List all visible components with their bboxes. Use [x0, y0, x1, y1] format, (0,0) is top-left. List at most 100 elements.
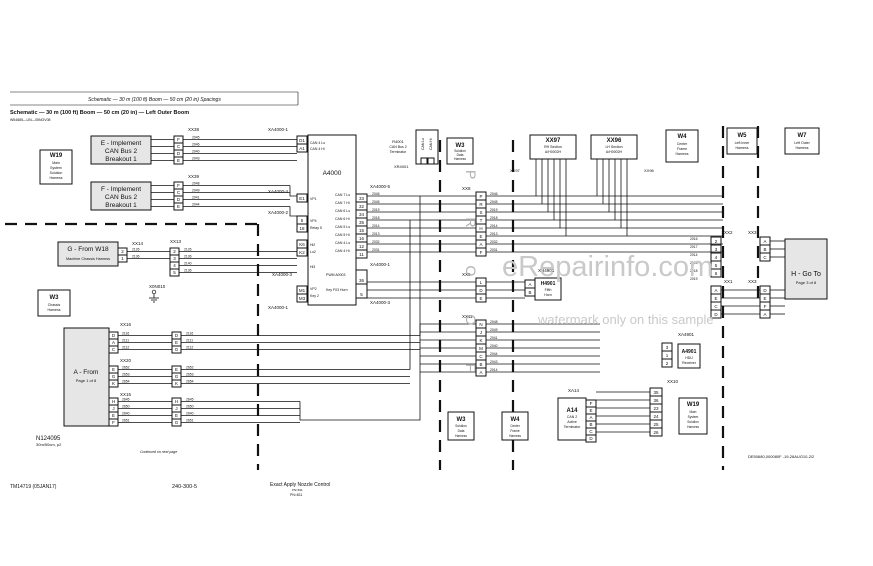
svg-text:Terminator: Terminator: [390, 150, 407, 154]
a-from-1-pin: D: [108, 331, 119, 340]
svg-text:B: B: [479, 362, 482, 367]
svg-text:Fifth: Fifth: [545, 288, 552, 292]
svg-text:1: 1: [666, 353, 669, 358]
wire: [289, 206, 297, 217]
svg-text:B: B: [763, 247, 766, 252]
svg-text:Key F03 Horn: Key F03 Horn: [326, 288, 348, 292]
svg-text:Solution: Solution: [50, 171, 63, 175]
a4000-right-pin: 16: [355, 233, 368, 243]
reference-code: DE50680,000080F -19-28AUG10-2/2: [748, 454, 815, 459]
xx2-pin: 6: [710, 268, 722, 278]
xx10-pin: 23: [649, 403, 663, 413]
wire-number: 2652: [122, 366, 130, 370]
svg-text:E: E: [112, 367, 115, 372]
svg-text:Harness: Harness: [47, 308, 60, 312]
w7-top-harness: W7 Left Outer Harness: [784, 127, 820, 155]
xx3b-pin: E: [759, 293, 771, 303]
svg-text:G: G: [175, 420, 179, 425]
xx38-pin: D: [173, 149, 184, 158]
a14-active-terminator: XA14 A14 CAN 2 Active Terminator: [557, 388, 587, 441]
connector-xx8: XX8: [462, 186, 471, 191]
connector-xx11: XX11: [462, 314, 473, 319]
svg-text:24: 24: [653, 414, 659, 419]
wire-number: 2046: [192, 143, 200, 147]
connector-xx38: XX38: [188, 127, 200, 132]
wire-number: 2019: [690, 277, 698, 281]
header: Schematic — 30 m (100 ft) Boom — 50 cm (…: [10, 91, 299, 122]
svg-text:5: 5: [360, 292, 363, 297]
svg-text:System: System: [50, 166, 62, 170]
svg-text:W3: W3: [457, 417, 467, 423]
a4901-receiver: XA4901 A4901 HDU Receiver: [677, 332, 701, 369]
connector-xh4901: XH4901: [538, 268, 555, 273]
wire-number: 2645: [186, 398, 194, 402]
svg-text:35: 35: [653, 390, 659, 395]
a4000-right-pin: 11: [355, 249, 368, 259]
wire-number: 2045: [490, 200, 498, 204]
xx38-pin: E: [173, 156, 184, 165]
svg-text:Solution: Solution: [455, 424, 467, 428]
xa4000-2b-pin: K6: [296, 239, 308, 249]
wire-number: 2046: [490, 192, 498, 196]
svg-text:Key 2: Key 2: [310, 294, 319, 298]
xx10-pin: 24: [649, 411, 663, 421]
xx10-pin: 36: [649, 395, 663, 405]
svg-text:H: H: [112, 399, 115, 404]
continued-note: Continued on next page: [140, 450, 177, 454]
svg-text:Left Inner: Left Inner: [735, 141, 751, 145]
svg-text:23: 23: [653, 406, 659, 411]
xa4901-pin: 3: [661, 342, 673, 352]
wire-number: 2116: [122, 332, 129, 336]
svg-text:Receiver: Receiver: [682, 361, 697, 365]
wire-number: 2140: [184, 262, 192, 266]
w4-bottom-harness: W4 Center Frame Harness: [501, 411, 529, 441]
svg-text:W19: W19: [50, 153, 63, 159]
svg-text:T: T: [480, 218, 483, 223]
wire-number: 2136: [184, 269, 192, 273]
xx96-lh-section: XX96 LH Section A/H0002H XX96: [590, 134, 655, 173]
schematic-box-label: Schematic — 30 m (100 ft) Boom — 50 cm (…: [88, 97, 221, 103]
wire-number: 2014: [372, 224, 380, 228]
svg-text:CAN Lo: CAN Lo: [421, 138, 425, 150]
svg-text:C: C: [589, 429, 593, 434]
wire-number: 2653: [122, 373, 130, 377]
connector-xa4000-1: XA4000-1: [268, 127, 289, 132]
wire-number: 2015: [690, 261, 698, 265]
svg-text:PWM A0003: PWM A0003: [326, 273, 346, 277]
xa4901-pin: 2: [661, 358, 673, 368]
xa4901-pin: 1: [661, 350, 673, 360]
a-from-3-pin: J: [108, 404, 119, 413]
svg-text:E: E: [479, 296, 482, 301]
schematic-subtitle: Schematic — 30 m (100 ft) Boom — 50 cm (…: [10, 110, 189, 116]
implement-f-breakout: F - Implement CAN Bus 2 Breakout 1: [90, 181, 152, 211]
svg-text:B: B: [589, 422, 592, 427]
a-from-2-pin: E: [108, 365, 119, 374]
svg-text:C: C: [479, 354, 483, 359]
svg-text:J: J: [175, 406, 177, 411]
svg-text:W3: W3: [456, 143, 466, 149]
svg-text:35: 35: [359, 220, 365, 225]
svg-text:CAN 4 Lo: CAN 4 Lo: [335, 241, 350, 245]
connector-xa14: XA14: [568, 388, 580, 393]
page-title-sub2: PN=811: [290, 493, 303, 497]
svg-text:VP4: VP4: [310, 219, 317, 223]
wire-number: 2032: [372, 240, 380, 244]
svg-text:E - Implement: E - Implement: [101, 140, 142, 147]
svg-text:36: 36: [653, 398, 659, 403]
svg-text:E: E: [479, 234, 482, 239]
svg-text:D: D: [714, 312, 718, 317]
wire-number: 2041: [192, 196, 200, 200]
svg-text:K: K: [112, 381, 115, 386]
svg-text:11: 11: [359, 252, 364, 257]
wire-number: 2049: [192, 189, 200, 193]
a4000-right-pin: 12: [355, 241, 368, 251]
watermark-note: watermark only on this sample: [537, 312, 714, 327]
svg-text:E: E: [763, 296, 766, 301]
svg-text:Harness: Harness: [795, 146, 808, 150]
connector-xx15: XX15: [120, 392, 132, 397]
svg-text:5: 5: [715, 263, 718, 268]
svg-text:D: D: [177, 151, 181, 156]
svg-text:26: 26: [653, 430, 659, 435]
svg-text:F: F: [764, 304, 767, 309]
connector-xx3b: XX3: [748, 279, 757, 284]
